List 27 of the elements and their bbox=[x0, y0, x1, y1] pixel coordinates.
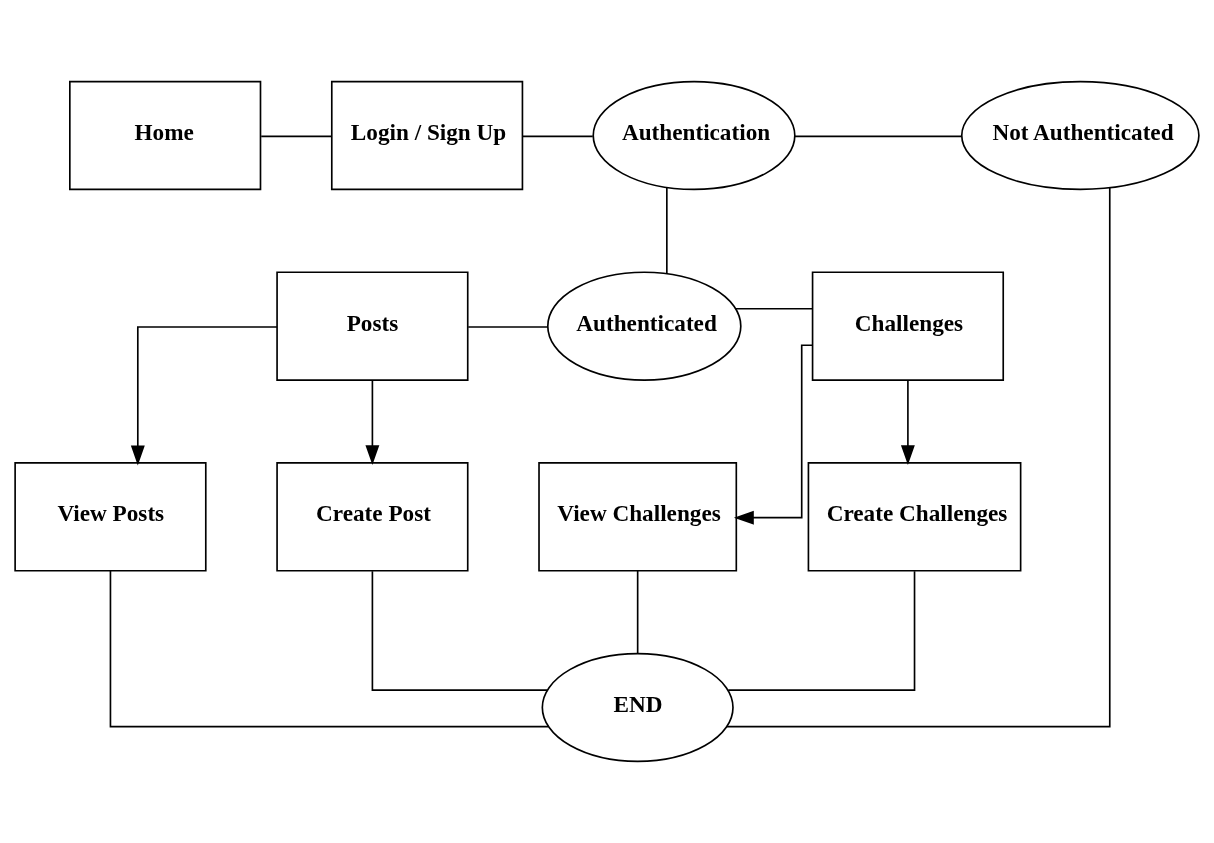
connector bbox=[371, 570, 548, 691]
node-ellipse: Authentication bbox=[592, 80, 796, 191]
arrow bbox=[130, 326, 278, 466]
node-box: View Challenges bbox=[538, 462, 738, 572]
connector bbox=[727, 570, 916, 691]
connector bbox=[726, 187, 1111, 728]
node-ellipse: Authenticated bbox=[546, 271, 742, 381]
connector bbox=[260, 135, 333, 138]
node-box: Create Challenges bbox=[807, 462, 1022, 572]
node-ellipse: END bbox=[541, 652, 734, 763]
node-ellipse: Not Authenticated bbox=[960, 80, 1200, 191]
node-box: Create Post bbox=[276, 462, 469, 572]
arrow bbox=[733, 344, 814, 525]
connector bbox=[467, 326, 549, 328]
node-box: Posts bbox=[276, 271, 469, 381]
connector bbox=[666, 186, 668, 275]
connector bbox=[636, 570, 639, 655]
arrow bbox=[365, 379, 380, 466]
node-box: Challenges bbox=[811, 271, 1005, 381]
connector bbox=[734, 307, 813, 310]
node-box: Login / Sign Up bbox=[330, 80, 524, 191]
arrow bbox=[900, 379, 915, 466]
connector bbox=[109, 570, 550, 728]
node-box: Home bbox=[69, 80, 262, 191]
connector bbox=[521, 135, 594, 138]
connector bbox=[794, 135, 963, 138]
node-box: View Posts bbox=[14, 462, 207, 572]
